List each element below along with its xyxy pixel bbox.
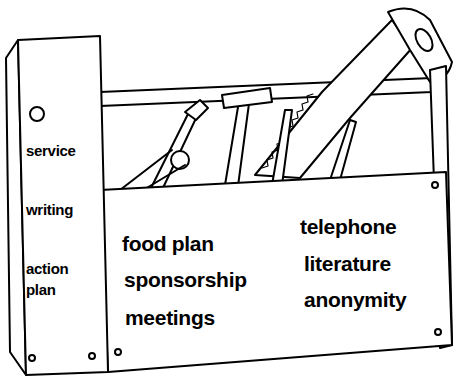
handle-hole — [30, 107, 44, 121]
chisel — [272, 110, 292, 185]
tool-label: action plan — [26, 258, 88, 300]
hammer-handle — [225, 95, 250, 186]
hammer-head — [222, 88, 272, 108]
rivet — [29, 355, 35, 361]
pliers-joint — [171, 151, 189, 169]
tool-label: telephone — [300, 216, 396, 238]
tool-label: service — [26, 143, 76, 159]
screwdriver-handle — [185, 100, 208, 120]
rivet — [432, 182, 438, 188]
tool-label: food plan — [122, 233, 214, 255]
rivet — [89, 353, 95, 359]
rivet — [435, 329, 441, 335]
tool-label: anonymity — [304, 289, 406, 311]
file-tool — [330, 120, 356, 180]
left-end-panel — [18, 36, 108, 375]
tool-label: literature — [304, 253, 391, 275]
front-panel — [100, 172, 452, 372]
tool-label: sponsorship — [124, 269, 247, 291]
saw-handle-hole — [412, 26, 436, 54]
screwdriver — [150, 110, 198, 190]
tool-label: meetings — [125, 307, 215, 329]
tool-label: writing — [26, 202, 73, 218]
rivet — [115, 349, 121, 355]
